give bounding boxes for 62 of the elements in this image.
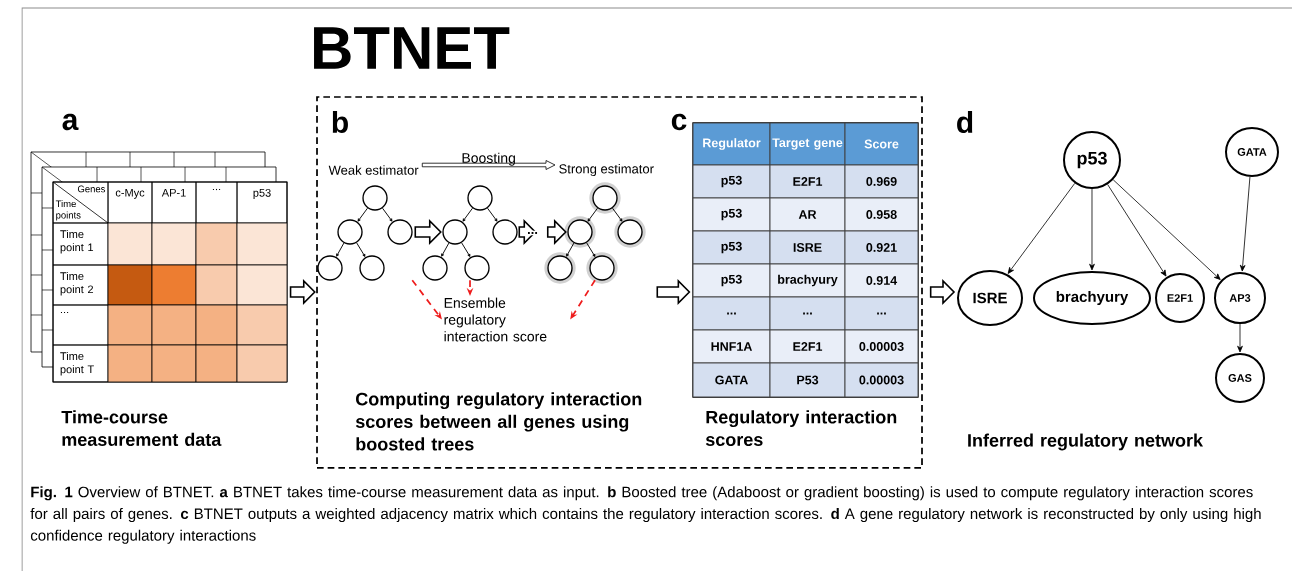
tree-drawing — [422, 185, 518, 281]
panel-caption: Inferred regulatory network — [968, 433, 1204, 451]
column-header-cell: Regulator — [692, 122, 771, 166]
gene-node: AP3 — [1214, 272, 1266, 324]
table-cell: ... — [692, 296, 771, 331]
panel-letter: a — [62, 113, 79, 131]
panel-caption: Computing regulatory interaction scores between all genes using boosted trees — [355, 392, 642, 451]
gene-node: brachyury — [1033, 271, 1151, 325]
column-header-cell: Target gene — [769, 122, 846, 166]
tree-drawing — [544, 182, 646, 284]
block-arrow — [929, 279, 956, 305]
text-label: Ensemble regulatory interaction score — [444, 297, 547, 342]
gene-node: GATA — [1225, 127, 1279, 177]
table-cell: E2F1 — [769, 164, 846, 199]
figure-caption: Fig. 1 Overview of BTNET. a BTNET takes time-course measurement data as input. b Boosted tree (Adaboost or gradient boosting) is used to compute regulatory interaction scores for all pairs of genes. c BTNET outputs a weighted adjacency matrix which contains the regulatory interaction scores. d A gene regulatory network is reconstructed by only using high confidence regulatory interactions — [30, 486, 1261, 544]
gene-node: E2F1 — [1155, 273, 1205, 323]
table-cell: P53 — [769, 362, 846, 398]
table-cell: brachyury — [769, 263, 846, 298]
edge-label: ... — [527, 232, 538, 234]
table-cell: GATA — [692, 362, 771, 398]
gene-node: ISRE — [957, 270, 1023, 326]
arrow — [1007, 182, 1076, 274]
header-cell: Genes Time points — [52, 181, 109, 224]
edge-label: Boosting — [462, 152, 515, 166]
arrow — [1107, 184, 1167, 277]
table-cell: 0.921 — [844, 230, 919, 265]
panel-letter: d — [957, 110, 973, 133]
table-cell: p53 — [692, 164, 771, 199]
table-cell: p53 — [692, 197, 771, 232]
dashed-frame — [316, 96, 923, 469]
arrow — [1237, 323, 1243, 353]
tree-drawing — [317, 185, 413, 281]
column-header-cell: Score — [844, 122, 919, 166]
table-cell: ... — [769, 296, 846, 331]
arrow — [1089, 188, 1095, 271]
arrow — [1239, 176, 1251, 272]
arrow — [1112, 179, 1221, 280]
table-cell: p53 — [692, 230, 771, 265]
table-cell: p53 — [692, 263, 771, 298]
text-label: Weak estimator — [328, 165, 419, 175]
text-label: Strong estimator — [559, 163, 654, 177]
table-cell: AR — [769, 197, 846, 232]
table-cell: HNF1A — [692, 329, 771, 364]
table-cell: 0.00003 — [844, 362, 919, 398]
title: BTNET — [314, 27, 510, 69]
panel-caption: Time-course measurement data — [61, 410, 222, 446]
gene-node: p53 — [1063, 131, 1121, 189]
table-cell: 0.914 — [844, 263, 919, 298]
block-arrow — [414, 219, 442, 245]
table-cell: 0.958 — [844, 197, 919, 232]
block-arrow — [289, 279, 316, 305]
table-cell: 0.969 — [844, 164, 919, 199]
table-cell: 0.00003 — [844, 329, 919, 364]
panel-letter: b — [332, 110, 348, 133]
double-arrow — [421, 160, 556, 170]
table-cell: E2F1 — [769, 329, 846, 364]
table-cell: ISRE — [769, 230, 846, 265]
block-arrow — [518, 219, 567, 245]
gene-node: GAS — [1215, 353, 1265, 403]
panel-letter: c — [671, 113, 687, 131]
table-cell: ... — [844, 296, 919, 331]
block-arrow — [656, 279, 691, 305]
